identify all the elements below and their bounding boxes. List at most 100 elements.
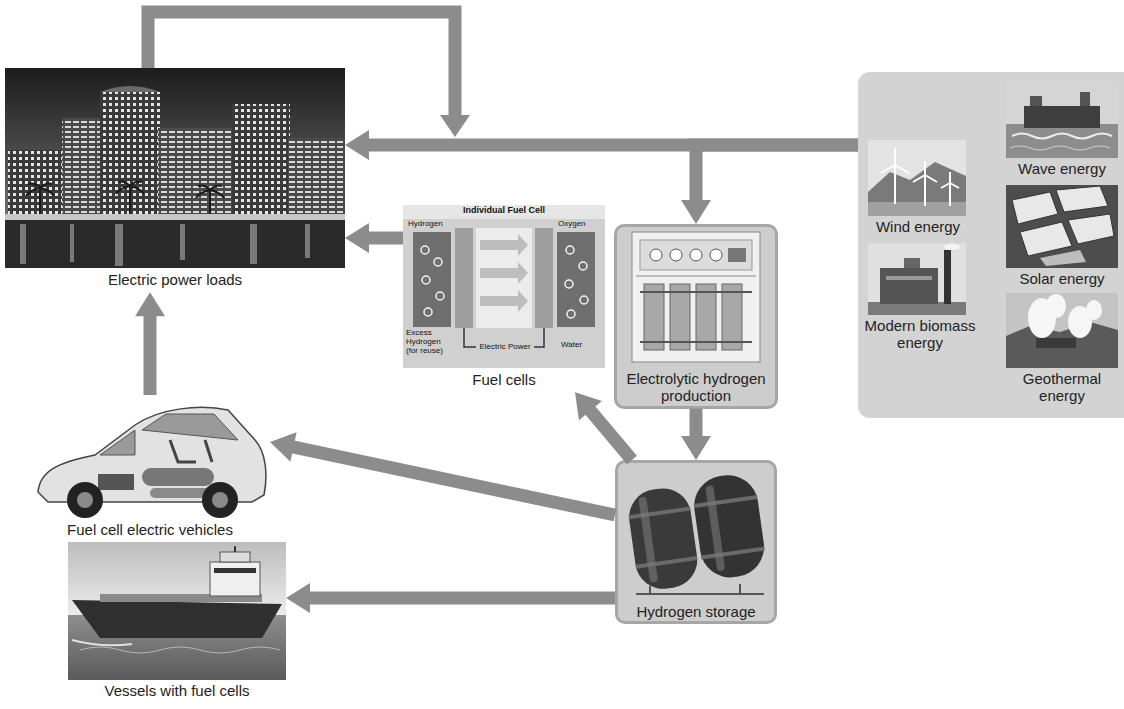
solar-photo-part-part	[1040, 250, 1086, 266]
flow-arrow	[286, 583, 615, 613]
city-photo-part	[5, 68, 345, 268]
photo-box: Wave energy	[1002, 80, 1122, 181]
fuel-cell-illustration-part-part	[580, 296, 588, 304]
arrow-shaft	[144, 314, 157, 395]
storage-illustration-part-part	[690, 471, 768, 581]
arrow-shaft	[690, 409, 703, 439]
node-caption: Electric power loads	[7, 271, 343, 288]
city-photo-part-part	[70, 224, 74, 262]
geothermal-photo-part	[1028, 294, 1102, 338]
diagram-label: Hydrogen	[407, 220, 453, 229]
biomass-photo-part	[904, 258, 920, 268]
node-caption: Vessels with fuel cells	[70, 682, 284, 699]
fuel-cell-illustration-part	[421, 246, 588, 318]
photo-box: Solar energy	[1002, 183, 1122, 291]
biomass-photo	[868, 243, 966, 315]
diagram-label: Water	[560, 341, 598, 350]
geothermal-photo	[1006, 293, 1118, 368]
flow-arrow	[270, 432, 615, 515]
fuel-cell-illustration-part	[480, 234, 528, 312]
arrow-head	[681, 436, 711, 460]
car-illustration-part	[170, 440, 212, 462]
flow-arrow	[681, 409, 711, 461]
city-photo-part-part	[196, 186, 224, 215]
solar-photo-part	[1006, 185, 1118, 268]
storage-illustration-part-part	[636, 556, 698, 569]
wave-photo-part	[1012, 134, 1112, 139]
city-photo-part-part	[305, 224, 310, 258]
vessel-photo-part	[80, 647, 280, 653]
electrolyser-illustration-part-part	[710, 249, 722, 261]
city-photo-part-part	[180, 224, 185, 260]
fuel-cell-illustration-part-part	[566, 246, 574, 254]
arrow-head	[286, 583, 310, 613]
node-caption: Hydrogen storage	[617, 603, 775, 620]
wind-photo-part-part	[924, 161, 926, 175]
node-caption: Geothermal energy	[1004, 370, 1120, 405]
node-caption: Wind energy	[868, 218, 968, 235]
wave-photo-part	[1010, 146, 1110, 150]
city-photo-part	[158, 128, 236, 220]
car-illustration	[38, 407, 266, 518]
geothermal-photo-part-part	[1086, 300, 1102, 320]
biomass-photo-part	[944, 250, 951, 304]
node-caption: Modern biomass energy	[861, 317, 979, 352]
fuel-cell-illustration-part-part	[422, 276, 430, 284]
city-photo-part	[100, 86, 160, 92]
loop-arrow	[148, 12, 470, 137]
city-photo-part	[100, 92, 160, 220]
vessel-photo	[68, 542, 286, 680]
electrolyser-illustration-part	[640, 240, 752, 270]
arrow-shaft	[367, 139, 858, 152]
storage-illustration	[625, 471, 768, 594]
wave-photo-part	[1030, 96, 1042, 106]
wind-photo-part-part	[924, 175, 926, 206]
electrolyser-illustration-part	[640, 292, 752, 342]
photo-box: Electric power loads	[5, 68, 345, 292]
photo-box: Vessels with fuel cells	[68, 540, 286, 703]
storage-illustration-part-part	[638, 497, 658, 583]
electrolyser-illustration-part	[728, 248, 746, 262]
car-illustration-part	[202, 482, 238, 518]
photo-box: Geothermal energy	[1002, 291, 1122, 409]
diagram-label: Individual Fuel Cell	[403, 206, 605, 216]
flow-arrow	[345, 223, 403, 253]
wind-photo-part	[868, 140, 966, 216]
fuel-cell-illustration-part	[413, 232, 451, 327]
city-photo-part-part	[115, 224, 123, 266]
wind-photo-part	[868, 202, 966, 216]
car-illustration-part	[142, 414, 238, 440]
vessel-photo-part	[220, 552, 250, 562]
fuel-cell-illustration-part-part	[567, 310, 575, 318]
wind-photo-part-part	[941, 183, 950, 188]
solar-photo-part-part	[1020, 222, 1072, 256]
storage-illustration-part-part	[701, 547, 765, 560]
fuel-cell-illustration-part-part	[480, 234, 528, 256]
biomass-photo-part	[880, 268, 938, 304]
diagram-label: Excess Hydrogen (for reuse)	[405, 329, 455, 355]
arrow-head	[270, 432, 297, 461]
storage-illustration-part-part	[629, 507, 691, 520]
solar-photo-part-part	[1068, 214, 1114, 244]
vessel-photo-part	[214, 568, 256, 573]
vessel-photo-part	[72, 600, 282, 638]
electrolyser-illustration-part	[644, 284, 742, 350]
fuel-cell-illustration-part-part	[421, 246, 429, 254]
flow-arrow	[575, 392, 632, 460]
city-photo-part	[5, 220, 345, 268]
storage-illustration-part	[625, 471, 768, 592]
wave-photo-part	[1080, 92, 1090, 106]
wind-photo-part-part	[949, 172, 951, 183]
car-illustration-part	[98, 474, 134, 490]
fuel-cell-illustration-part-part	[480, 290, 528, 312]
fuel-cell-illustration-part-part	[434, 258, 442, 266]
node-caption: Electrolytic hydrogen production	[616, 370, 776, 405]
car-illustration-part	[212, 492, 228, 508]
vessel-photo-part	[72, 640, 132, 645]
fuel-cell-illustration-part	[535, 228, 553, 328]
car-illustration-part	[67, 482, 103, 518]
geothermal-photo-part	[1006, 322, 1118, 368]
wind-photo-part-part	[895, 165, 909, 173]
